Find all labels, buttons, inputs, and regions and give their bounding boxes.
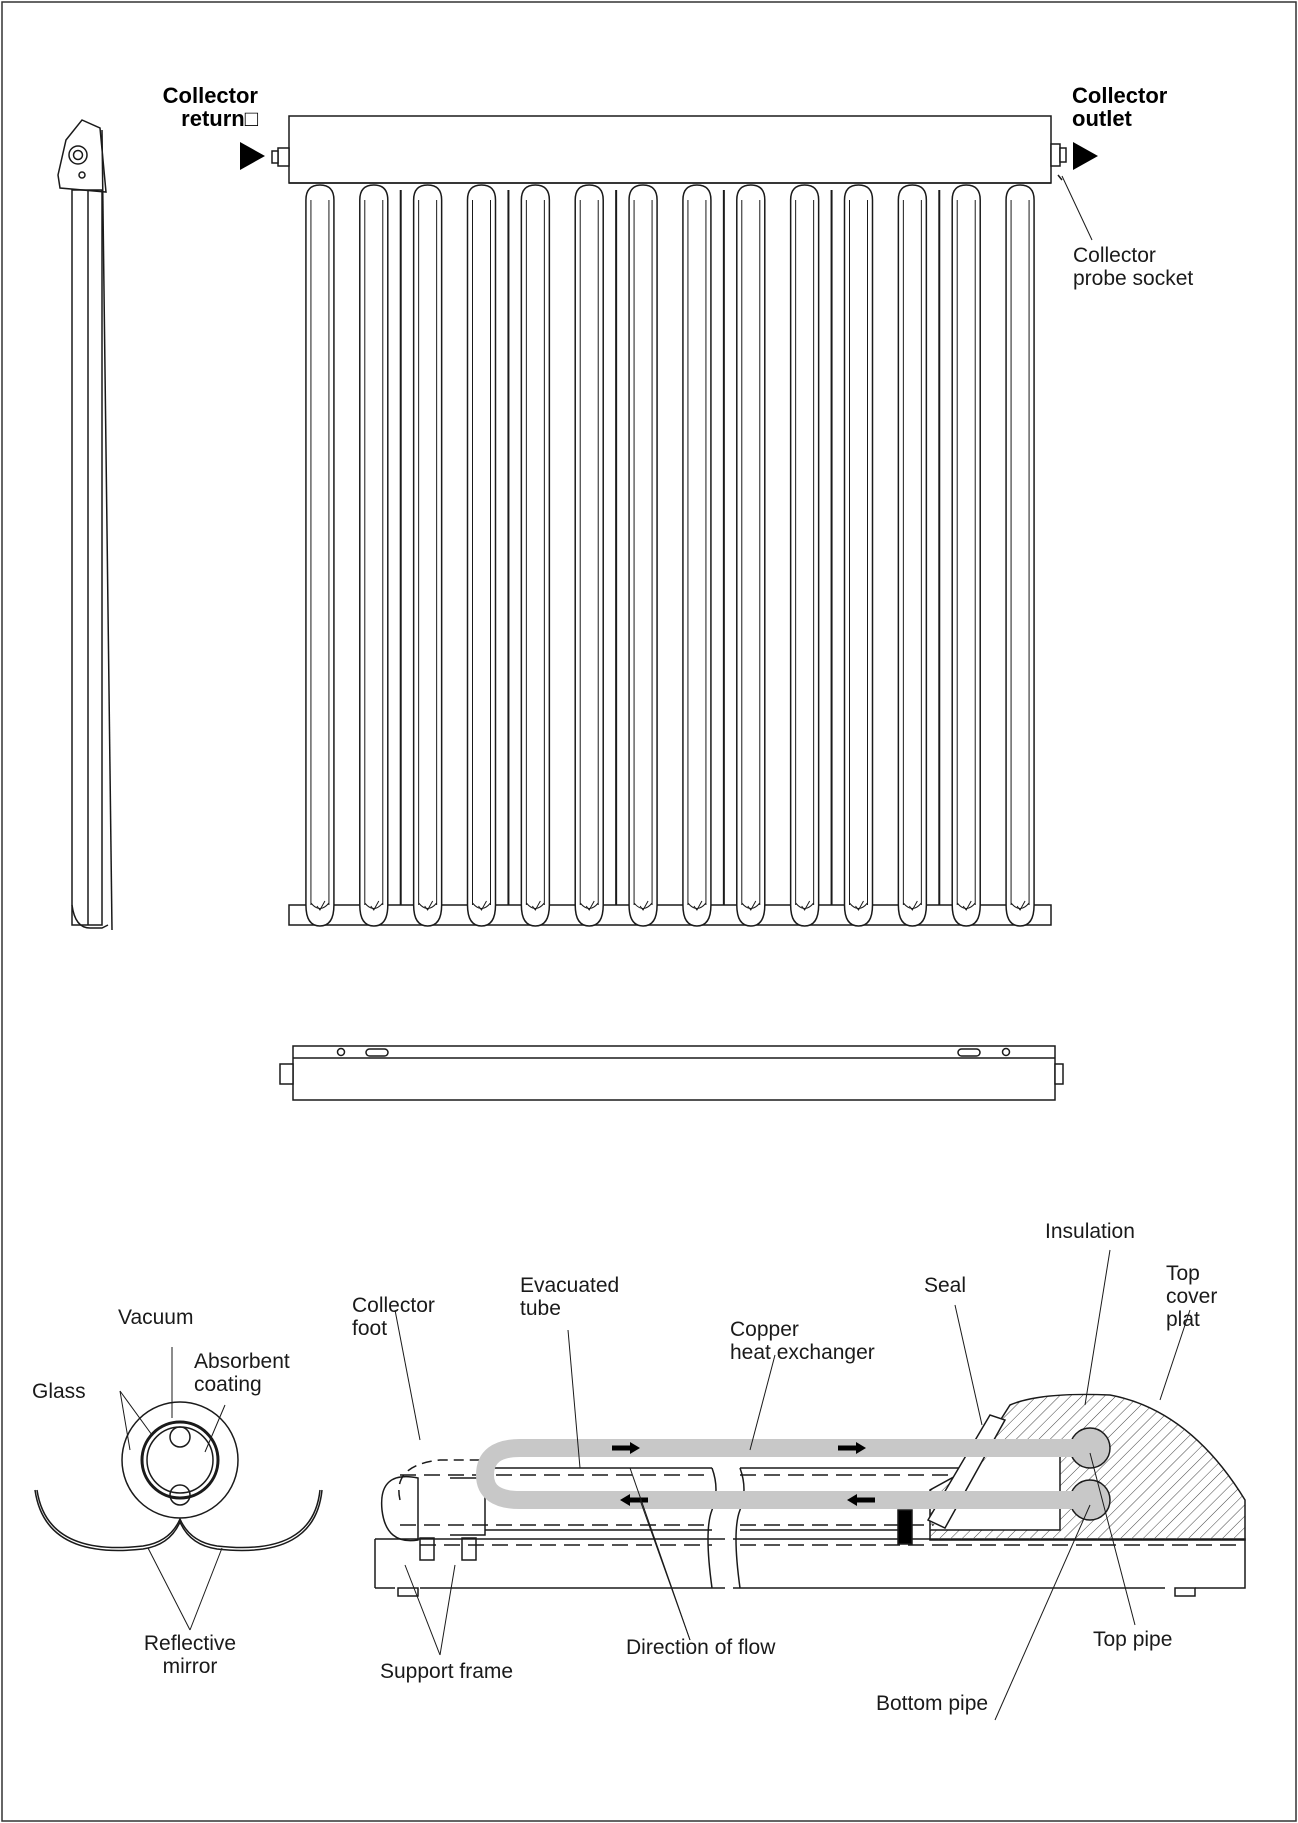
label-line: Top <box>1166 1262 1200 1285</box>
tube-clip <box>316 900 326 911</box>
flow-arrow-icon <box>630 1442 640 1454</box>
label-direction-of-flow: Direction of flow <box>626 1636 776 1659</box>
label-line: Evacuated <box>520 1274 620 1297</box>
tube-inner-line <box>956 200 976 909</box>
label-line: Collector <box>1072 83 1168 108</box>
evacuated-tube <box>466 184 497 927</box>
label-line: coating <box>194 1373 262 1396</box>
tube-clip <box>908 900 918 911</box>
label-insulation: Insulation <box>1045 1220 1135 1243</box>
label-line: probe socket <box>1073 267 1194 290</box>
label-reflective-mirror: Reflective mirror <box>140 1632 240 1678</box>
evacuated-tube <box>843 184 874 927</box>
longitudinal-section <box>374 1249 1246 1721</box>
label-collector-probe-socket: Collector probe socket <box>1073 244 1193 290</box>
label-line: heat exchanger <box>730 1341 875 1364</box>
tube-clip <box>962 900 972 911</box>
evacuated-tube <box>628 184 658 927</box>
label-line: mirror <box>162 1655 218 1678</box>
label-line: foot <box>352 1317 388 1340</box>
label-collector-foot: Collector foot <box>352 1294 435 1340</box>
label-seal: Seal <box>924 1274 967 1297</box>
tube-inner-line <box>472 200 491 909</box>
tube-clip <box>693 900 703 911</box>
tube-inner-line <box>849 200 868 909</box>
evacuated-tubes <box>305 184 1035 927</box>
label-line: outlet <box>1072 106 1132 131</box>
label-line: Collector <box>162 83 258 108</box>
tube-clip <box>424 900 434 911</box>
tube-inner-line <box>687 200 707 909</box>
label-line: Absorbent <box>194 1350 290 1373</box>
tube-inner-line <box>795 200 815 909</box>
flow-arrow-icon <box>847 1494 857 1506</box>
label-line: Reflective <box>143 1632 237 1655</box>
tube-cross-section <box>34 1347 323 1631</box>
label-line: Copper <box>730 1318 799 1341</box>
label-absorbent-coating: Absorbent coating <box>194 1350 290 1396</box>
label-line: Collector <box>352 1294 435 1317</box>
evacuated-tube <box>897 184 928 927</box>
tube-clip <box>531 900 541 911</box>
tube-inner-line <box>579 200 599 909</box>
tube-inner-line <box>741 200 761 909</box>
tube-clip <box>585 900 595 911</box>
label-line: Collector <box>1073 244 1156 267</box>
label-bottom-pipe: Bottom pipe <box>876 1692 989 1715</box>
tube-clip <box>801 900 811 911</box>
tube-inner-line <box>1010 200 1030 909</box>
label-collector-return: Collector return□ <box>136 84 258 130</box>
tube-inner-line <box>633 200 653 909</box>
label-line: plat <box>1166 1308 1200 1331</box>
label-support-frame: Support frame <box>380 1660 514 1683</box>
tube-clip <box>1016 900 1026 911</box>
tube-inner-line <box>418 200 438 909</box>
label-glass: Glass <box>32 1380 86 1403</box>
label-line: tube <box>520 1297 561 1320</box>
tube-inner-line <box>364 200 384 909</box>
label-top-cover-plat: Top cover plat <box>1166 1262 1217 1331</box>
flow-arrow-icon <box>620 1494 630 1506</box>
evacuated-tube <box>1005 184 1035 927</box>
return-arrow-icon <box>240 142 265 170</box>
evacuated-tube <box>682 184 712 927</box>
evacuated-tube <box>520 184 551 927</box>
tube-inner-line <box>525 200 545 909</box>
evacuated-tube <box>951 184 981 927</box>
label-line: return□ <box>181 106 258 131</box>
evacuated-tube <box>412 184 443 927</box>
tube-clip <box>855 900 864 911</box>
tube-clip <box>639 900 649 911</box>
evacuated-tube <box>305 184 335 927</box>
label-copper-heat-exchanger: Copper heat exchanger <box>730 1318 875 1364</box>
label-evacuated-tube: Evacuated tube <box>520 1274 619 1320</box>
tube-clip <box>747 900 757 911</box>
evacuated-tube <box>574 184 604 927</box>
label-vacuum: Vacuum <box>118 1306 194 1329</box>
tube-clip <box>370 900 380 911</box>
evacuated-tube <box>789 184 820 927</box>
outlet-arrow-icon <box>1073 142 1098 170</box>
label-top-pipe: Top pipe <box>1093 1628 1173 1651</box>
side-view <box>57 119 113 931</box>
evacuated-tube <box>359 184 389 927</box>
label-collector-outlet: Collector outlet <box>1072 84 1167 130</box>
plan-view <box>279 1045 1064 1101</box>
tube-clip <box>478 900 487 911</box>
tube-inner-line <box>902 200 922 909</box>
evacuated-tube <box>736 184 766 927</box>
flow-arrow-icon <box>856 1442 866 1454</box>
tube-inner-line <box>310 200 330 909</box>
label-line: cover <box>1166 1285 1218 1308</box>
